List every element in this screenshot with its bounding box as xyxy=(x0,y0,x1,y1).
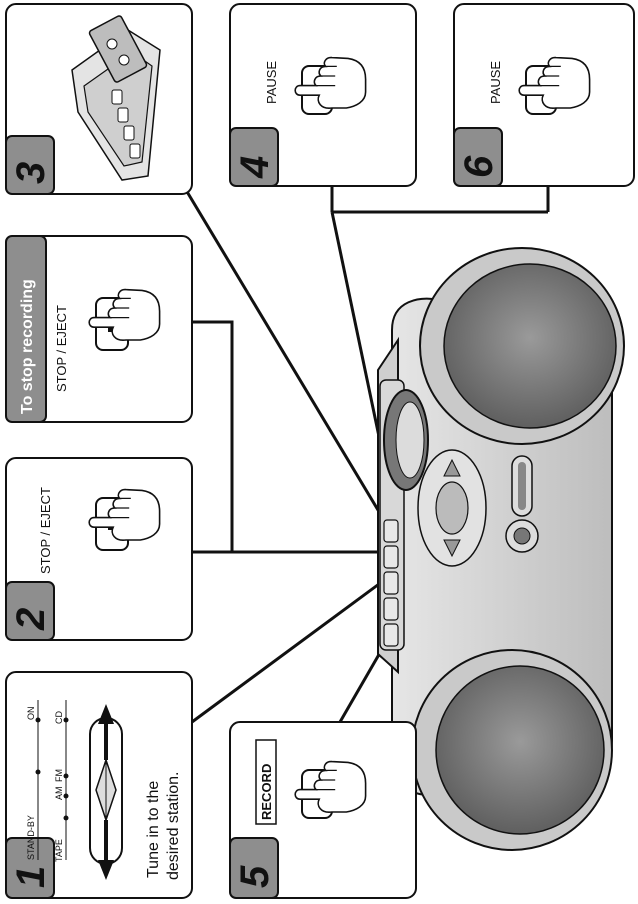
label-standby: STAND-BY xyxy=(26,815,36,860)
record-label-frame xyxy=(255,739,277,825)
step-3-number: 3 xyxy=(9,162,53,184)
step-6-button-label: PAUSE xyxy=(488,61,503,104)
step-1-line-1: Tune in to the xyxy=(145,781,162,878)
step-5-tab xyxy=(229,837,279,899)
step-5-number: 5 xyxy=(233,865,277,888)
step-3-panel: 3 xyxy=(5,3,193,195)
step-4-panel: 4 PAUSE xyxy=(229,3,417,187)
stop-recording-title: To stop recording xyxy=(19,279,36,414)
step-5-button-label: RECORD xyxy=(259,764,274,820)
step-6-tab xyxy=(453,127,503,187)
step-6-panel: 6 PAUSE xyxy=(453,3,635,187)
label-am: AM xyxy=(54,787,64,801)
step-2-button-label: STOP / EJECT xyxy=(38,487,53,574)
cassette-insert-icon xyxy=(71,15,161,181)
stop-recording-panel: To stop recording STOP / EJECT xyxy=(5,235,193,423)
boombox-icon xyxy=(377,247,625,851)
step-4-button-label: PAUSE xyxy=(264,61,279,104)
connector-3 xyxy=(184,189,386,521)
label-fm: FM xyxy=(54,769,64,782)
slide-switch-icon xyxy=(89,704,123,880)
step-1-tab xyxy=(5,837,55,899)
step-6-number: 6 xyxy=(457,155,501,178)
step-2-tab xyxy=(5,581,55,641)
step-5-panel: 5 RECORD xyxy=(229,721,417,899)
stop-recording-tab xyxy=(5,235,47,423)
step-1-number: 1 xyxy=(9,866,53,888)
step-2-number: 2 xyxy=(9,608,53,631)
stop-recording-button-label: STOP / EJECT xyxy=(54,305,69,392)
step-3-tab xyxy=(5,135,55,195)
step-4-tab xyxy=(229,127,279,187)
label-on: ON xyxy=(26,707,36,721)
step-4-number: 4 xyxy=(233,156,277,179)
step-2-panel: 2 STOP / EJECT xyxy=(5,457,193,641)
function-selector: STAND-BY ON TAPE AM FM CD xyxy=(26,700,69,862)
connector-stop-recording xyxy=(192,320,234,552)
label-tape: TAPE xyxy=(54,839,64,862)
step-1-line-2: desired station. xyxy=(165,771,182,880)
step-1-panel: 1 STAND-BY ON TAPE AM FM CD Tune in to t… xyxy=(5,671,193,899)
label-cd: CD xyxy=(54,711,64,724)
